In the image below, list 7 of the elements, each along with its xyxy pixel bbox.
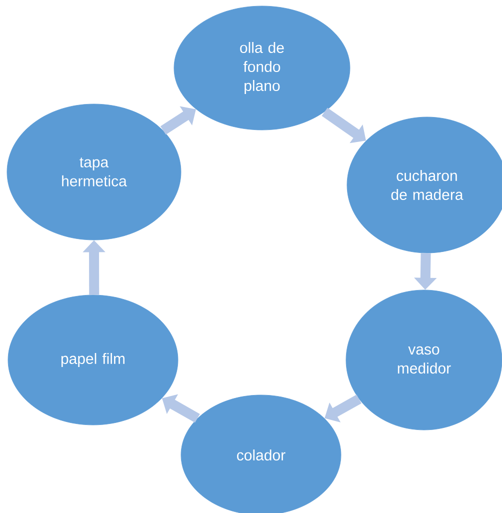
ellipse-node: tapa hermetica — [6, 104, 182, 240]
ellipse-node: cucharon de madera — [346, 116, 502, 254]
ellipse-node: colador — [180, 394, 342, 513]
ellipse-node: vaso medidor — [346, 290, 502, 430]
ellipse-node: papel film — [8, 294, 178, 426]
block-arrow — [160, 106, 196, 135]
ellipse-node: olla de fondo plano — [174, 6, 350, 130]
